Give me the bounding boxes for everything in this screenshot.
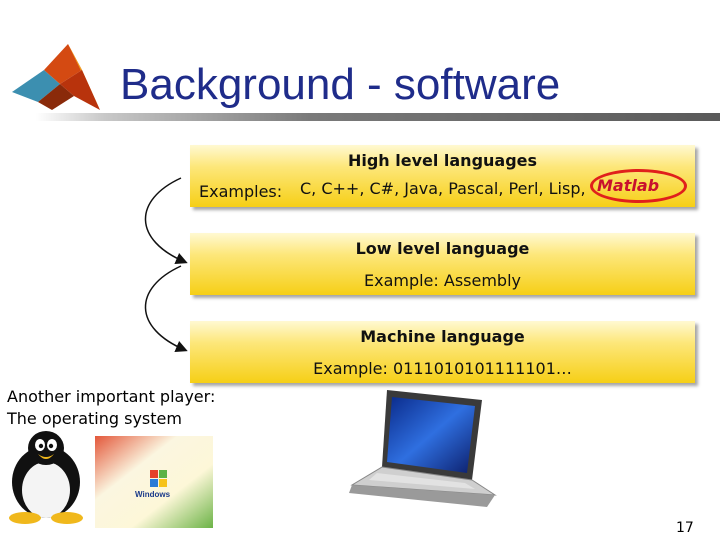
high-level-heading: High level languages xyxy=(347,151,538,170)
low-level-heading: Low level language xyxy=(355,239,530,258)
windows-logo-text: Windows xyxy=(135,490,171,499)
tux-penguin-icon xyxy=(9,431,83,524)
curved-arrow-icon xyxy=(144,265,188,353)
low-level-box: Low level language Example: Assembly xyxy=(190,233,695,295)
high-level-box: High level languages Examples: C, C++, C… xyxy=(190,145,695,207)
machine-language-box: Machine language Example: 01110101011111… xyxy=(190,321,695,383)
machine-language-example: Example: 0111010101111101… xyxy=(313,359,572,378)
os-caption-line2: The operating system xyxy=(7,409,182,428)
page-title: Background - software xyxy=(120,60,561,109)
low-level-example: Example: Assembly xyxy=(363,271,521,290)
examples-label: Examples: xyxy=(199,182,283,201)
highlight-circle xyxy=(590,169,687,203)
laptop-icon xyxy=(349,390,497,507)
os-caption: Another important player: The operating … xyxy=(7,386,215,430)
matlab-logo-icon xyxy=(12,44,100,110)
windows-xp-logo-icon: Windows xyxy=(95,436,213,528)
title-rule xyxy=(36,113,720,121)
examples-list: C, C++, C#, Java, Pascal, Perl, Lisp, xyxy=(300,179,586,198)
curved-arrows xyxy=(144,177,188,353)
machine-language-heading: Machine language xyxy=(360,327,525,346)
os-caption-line1: Another important player: xyxy=(7,387,216,406)
page-number: 17 xyxy=(676,520,694,536)
curved-arrow-icon xyxy=(144,177,188,265)
